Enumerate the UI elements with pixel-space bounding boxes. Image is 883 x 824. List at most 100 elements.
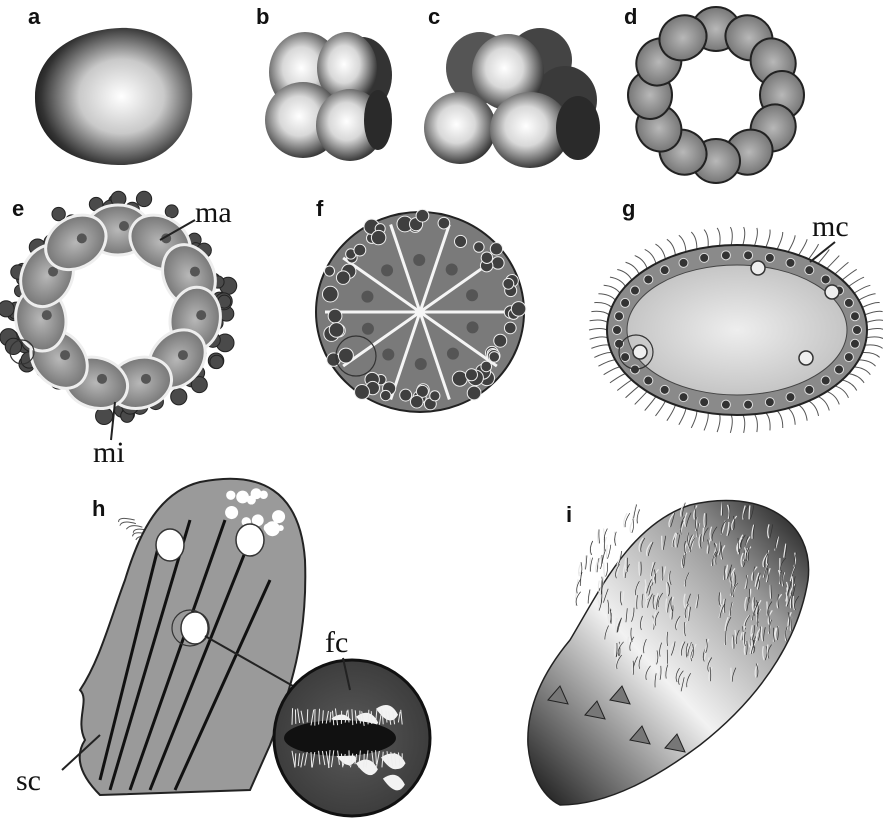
cilium bbox=[866, 337, 883, 339]
panel-i: i bbox=[528, 500, 809, 805]
macromere-nucleus bbox=[97, 374, 107, 384]
epithelial-cell bbox=[660, 385, 669, 394]
cilium bbox=[730, 415, 732, 433]
micromere bbox=[481, 252, 492, 263]
epithelial-cell bbox=[850, 339, 859, 348]
cilium bbox=[766, 230, 770, 248]
cilium bbox=[679, 408, 686, 425]
cilium bbox=[608, 545, 611, 559]
panel-b: b bbox=[256, 4, 392, 161]
micromere bbox=[329, 323, 344, 338]
cilium bbox=[865, 345, 883, 349]
cilium bbox=[598, 294, 615, 300]
panel-label-b: b bbox=[256, 4, 269, 29]
panel-label-c: c bbox=[428, 4, 440, 29]
panel-label-a: a bbox=[28, 4, 41, 29]
cilium bbox=[842, 380, 857, 391]
cilium bbox=[604, 563, 605, 577]
cilium bbox=[598, 581, 600, 595]
cilium bbox=[849, 374, 864, 383]
cilium bbox=[591, 345, 609, 349]
cilium bbox=[730, 227, 732, 245]
cilium bbox=[679, 235, 686, 252]
macromere-nucleus bbox=[119, 221, 129, 231]
epithelial-cell bbox=[621, 353, 630, 362]
cilium bbox=[704, 413, 708, 431]
micromere bbox=[165, 205, 178, 218]
cilium bbox=[635, 256, 647, 269]
macromere-nucleus bbox=[42, 310, 52, 320]
larval-cavity bbox=[627, 265, 847, 395]
epithelial-cell bbox=[765, 398, 774, 407]
cilium bbox=[607, 545, 608, 559]
vacuole bbox=[247, 495, 256, 504]
epithelial-cell bbox=[700, 398, 709, 407]
micromere bbox=[455, 235, 467, 247]
panel-a: a bbox=[28, 4, 192, 165]
epithelial-cell bbox=[844, 353, 853, 362]
cilium bbox=[788, 235, 795, 252]
epithelial-cell bbox=[765, 253, 774, 262]
cilium bbox=[594, 303, 611, 308]
epithelial-cell bbox=[821, 275, 830, 284]
cilium bbox=[635, 391, 647, 404]
macromere-nucleus bbox=[141, 374, 151, 384]
cilium bbox=[645, 396, 656, 410]
epithelial-cell bbox=[786, 393, 795, 402]
cilium bbox=[626, 386, 640, 398]
epithelial-cell bbox=[721, 251, 730, 260]
cilium bbox=[662, 536, 663, 550]
cilium bbox=[594, 353, 611, 358]
cilium bbox=[589, 329, 607, 331]
epithelial-cell bbox=[621, 298, 630, 307]
cilium bbox=[777, 232, 783, 249]
micromere bbox=[324, 266, 334, 276]
cilium bbox=[606, 563, 608, 577]
epithelial-cell bbox=[679, 393, 688, 402]
flagellated-chamber bbox=[236, 524, 264, 556]
micromere bbox=[136, 191, 151, 206]
epithelial-cell bbox=[615, 339, 624, 348]
cilium bbox=[766, 413, 770, 431]
panel-label-g: g bbox=[622, 196, 635, 221]
cilium bbox=[865, 311, 883, 315]
cilium bbox=[854, 285, 870, 293]
epithelial-cell bbox=[679, 258, 688, 267]
micromere bbox=[452, 371, 467, 386]
cilium bbox=[862, 303, 879, 308]
micromere bbox=[52, 207, 65, 220]
micromere bbox=[336, 271, 350, 285]
vacuolar-cell bbox=[633, 345, 647, 359]
macromere-nucleus bbox=[77, 233, 87, 243]
cilium bbox=[859, 294, 876, 300]
micromere bbox=[371, 230, 385, 244]
cilium bbox=[667, 239, 676, 255]
epithelial-cell bbox=[660, 266, 669, 275]
micromere bbox=[171, 389, 187, 405]
micromere bbox=[503, 278, 514, 289]
cilium bbox=[827, 391, 839, 404]
cilium bbox=[799, 405, 808, 421]
cilium bbox=[743, 415, 745, 433]
micromere bbox=[338, 348, 353, 363]
micromere bbox=[430, 391, 440, 401]
macromere-nucleus bbox=[178, 350, 188, 360]
epithelial-cell bbox=[850, 312, 859, 321]
vacuole bbox=[226, 491, 235, 500]
cilium bbox=[717, 228, 720, 246]
cilium bbox=[626, 262, 640, 274]
micromere bbox=[380, 390, 390, 400]
micromere bbox=[481, 361, 492, 372]
cilium bbox=[617, 380, 632, 391]
panel-c: c bbox=[424, 4, 600, 168]
cilium bbox=[691, 232, 697, 249]
cilium bbox=[610, 277, 625, 286]
cilium bbox=[842, 269, 857, 280]
vacuole bbox=[225, 506, 238, 519]
epithelial-cell bbox=[630, 286, 639, 295]
micromere bbox=[467, 386, 481, 400]
micromere bbox=[210, 355, 223, 368]
label-mc: mc bbox=[812, 210, 849, 243]
flagellated-chamber-zoomed bbox=[284, 720, 396, 756]
cell-nucleus bbox=[361, 291, 373, 303]
